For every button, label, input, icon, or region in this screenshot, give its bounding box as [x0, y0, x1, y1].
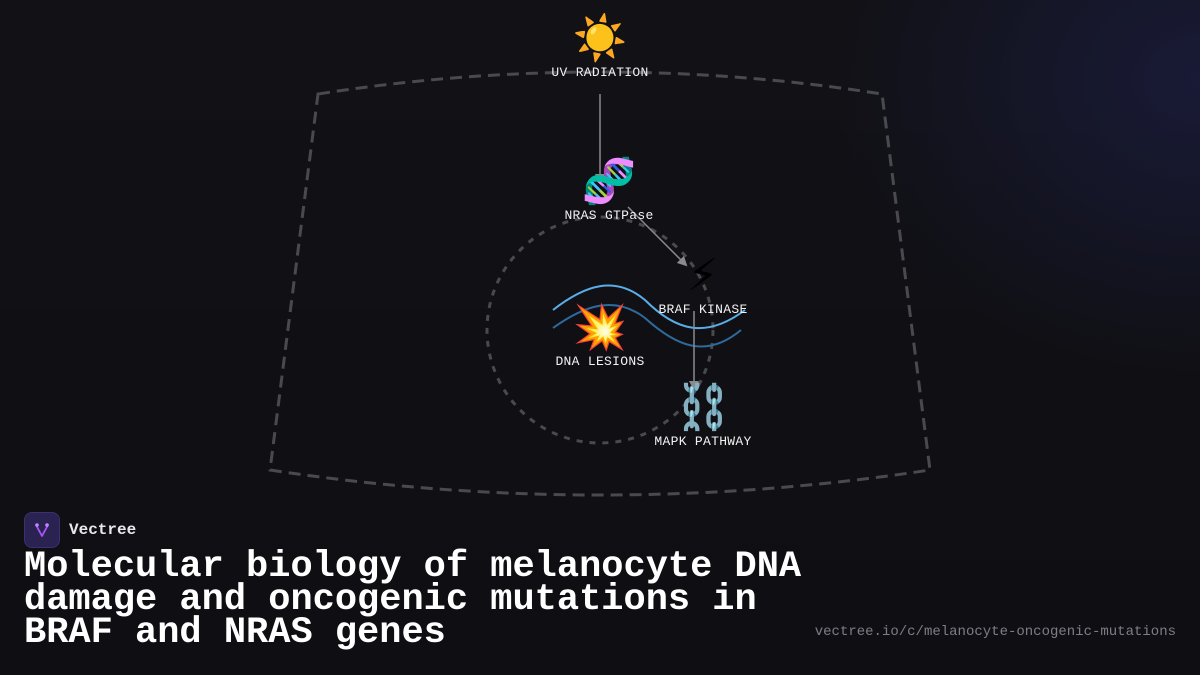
node-label: DNA LESIONS: [555, 354, 645, 369]
node-label: BRAF KINASE: [658, 302, 748, 317]
sun-icon: ☀️: [572, 13, 628, 64]
node-label: MAPK PATHWAY: [654, 434, 752, 449]
outer-dashed-frame: [268, 70, 932, 497]
node-label: NRAS GTPase: [564, 208, 654, 223]
node-dna-lesions[interactable]: 💥 DNA LESIONS: [555, 302, 645, 370]
node-label: UV RADIATION: [551, 65, 649, 80]
page-title: Molecular biology of melanocyte DNA dama…: [24, 546, 802, 654]
brand: Vectree: [24, 512, 136, 548]
node-nras-gtpase[interactable]: 🧬 NRAS GTPase: [564, 156, 654, 224]
inner-dashed-circle: [485, 215, 715, 445]
chain-icon: ⛓️: [675, 382, 731, 433]
collision-icon: 💥: [572, 302, 628, 353]
node-uv-radiation[interactable]: ☀️ UV RADIATION: [551, 13, 649, 81]
node-braf-kinase[interactable]: ⚡ BRAF KINASE: [658, 250, 748, 318]
dna-icon: 🧬: [581, 156, 637, 207]
edge-nras-to-braf: [627, 206, 688, 267]
brand-name: Vectree: [69, 521, 137, 539]
wave-primary: [552, 284, 746, 330]
lightning-icon: ⚡: [687, 250, 719, 301]
vectree-logo-icon: [24, 512, 60, 548]
page-url[interactable]: vectree.io/c/melanocyte-oncogenic-mutati…: [814, 624, 1176, 640]
node-mapk-pathway[interactable]: ⛓️ MAPK PATHWAY: [654, 382, 752, 450]
wave-secondary: [552, 304, 742, 348]
